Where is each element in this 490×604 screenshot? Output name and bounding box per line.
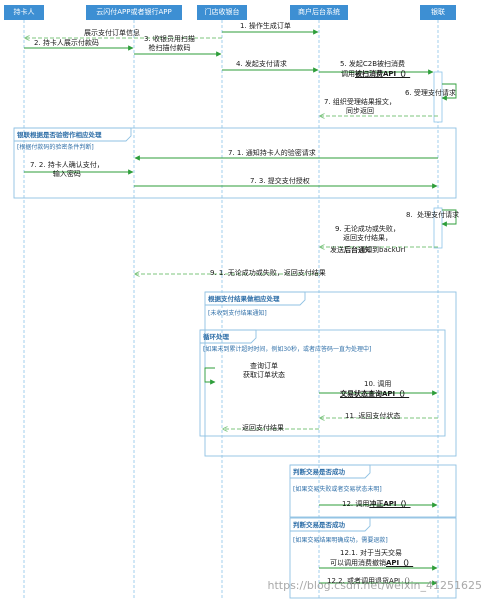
message-11: 11. 返回支付状态 (345, 412, 401, 420)
self-call-8 (441, 209, 457, 227)
frame-handle-result-condition: [未收到支付结果通知] (208, 310, 267, 317)
participant-unionpay: 银联 (420, 5, 456, 20)
frame-loop (199, 329, 446, 437)
frame-verify-password-condition: [根据付款码的验密条件判断] (17, 144, 94, 151)
frame-loop-title: 循环处理 (203, 333, 229, 341)
message-12-1b-api: API（） (386, 559, 414, 567)
frame-check-refund (289, 517, 457, 599)
message-9a: 9. 无论成功或失败， 返回支付结果， (335, 225, 400, 242)
message-12-1a: 12.1. 对于当天交易 (340, 549, 403, 557)
message-12: 12. 调用冲正API（） (342, 500, 411, 509)
frame-check-refund-title: 判断交易是否成功 (293, 521, 345, 529)
message-5b-api: 被扫消费API（） (355, 70, 411, 78)
frame-loop-condition: [如果未到累计超时时间，例如30秒，或者应答码一直为处理中] (203, 346, 372, 353)
frame-check-reversal-condition: [如果交易失败或者交易状态未明] (293, 486, 382, 493)
lifelines (23, 20, 439, 600)
message-5b-prefix: 调用 (341, 70, 355, 78)
frame-check-reversal-title: 判断交易是否成功 (293, 468, 345, 476)
message-12-prefix: 12. 调用 (342, 500, 370, 508)
message-1: 1. 操作生成订单 (240, 22, 291, 30)
message-3: 3. 收银员用扫描 枪扫描付款码 (144, 35, 195, 52)
message-9b-prefix: 发送 (330, 246, 344, 254)
watermark: https://blog.csdn.net/weixin_41251625 (267, 579, 482, 592)
message-12-1b-prefix: 可以调用消费撤销 (330, 559, 386, 567)
message-query: 查询订单 获取订单状态 (243, 362, 285, 379)
self-call-loop (204, 367, 216, 385)
frame-check-refund-condition: [如果交易结果明确成功，需要退款] (293, 537, 388, 544)
participant-app: 云闪付APP或者银行APP (86, 5, 182, 20)
message-9b-bold: 后台通知 (344, 246, 372, 254)
message-10b: 交易状态查询API（） (340, 390, 410, 398)
participant-cardholder: 持卡人 (4, 5, 44, 20)
message-12-2: 12.2. 或者调用退货API（） (327, 577, 415, 585)
message-7-2: 7. 2. 持卡人确认支付， 输入密码 (30, 161, 104, 178)
activation-unionpay-2 (433, 207, 443, 249)
message-12-1b: 可以调用消费撤销API（） (330, 559, 413, 568)
message-9b-suffix: 到backUrl (372, 246, 406, 254)
message-4: 4. 发起支付请求 (236, 60, 287, 68)
self-call-6 (441, 83, 457, 101)
message-7: 7. 组织受理结果报文， 同步返回 (324, 98, 396, 115)
message-10a: 10. 调用 (364, 380, 392, 388)
message-7-3: 7. 3. 提交支付授权 (250, 177, 310, 185)
message-5a: 5. 发起C2B被扫消费 (340, 60, 406, 68)
message-return-result: 返回支付结果 (242, 424, 284, 432)
message-8: 8. 处理支付请求 (406, 211, 460, 219)
message-9b: 发送后台通知到backUrl (330, 246, 406, 255)
message-12-api: 冲正API（） (369, 500, 411, 508)
message-2: 2. 持卡人展示付款码 (34, 39, 99, 47)
frame-check-reversal (289, 464, 457, 518)
frame-verify-password-title: 银联根据是否验密作相应处理 (17, 131, 102, 139)
participant-pos: 门店收银台 (197, 5, 247, 20)
message-show-info: 展示支付订单信息 (84, 29, 140, 37)
message-9-1: 9. 1. 无论成功或失败，返回支付结果 (210, 269, 326, 277)
frames (13, 127, 457, 599)
participant-merchant: 商户后台系统 (290, 5, 348, 20)
frame-handle-result-title: 根据支付结果做相应处理 (208, 295, 280, 303)
frame-verify-password (13, 127, 457, 199)
message-6: 6. 受理支付请求 (405, 89, 456, 97)
message-7-1: 7. 1. 通知持卡人的验密请求 (228, 149, 316, 157)
message-5b: 调用被扫消费API（） (341, 70, 410, 79)
